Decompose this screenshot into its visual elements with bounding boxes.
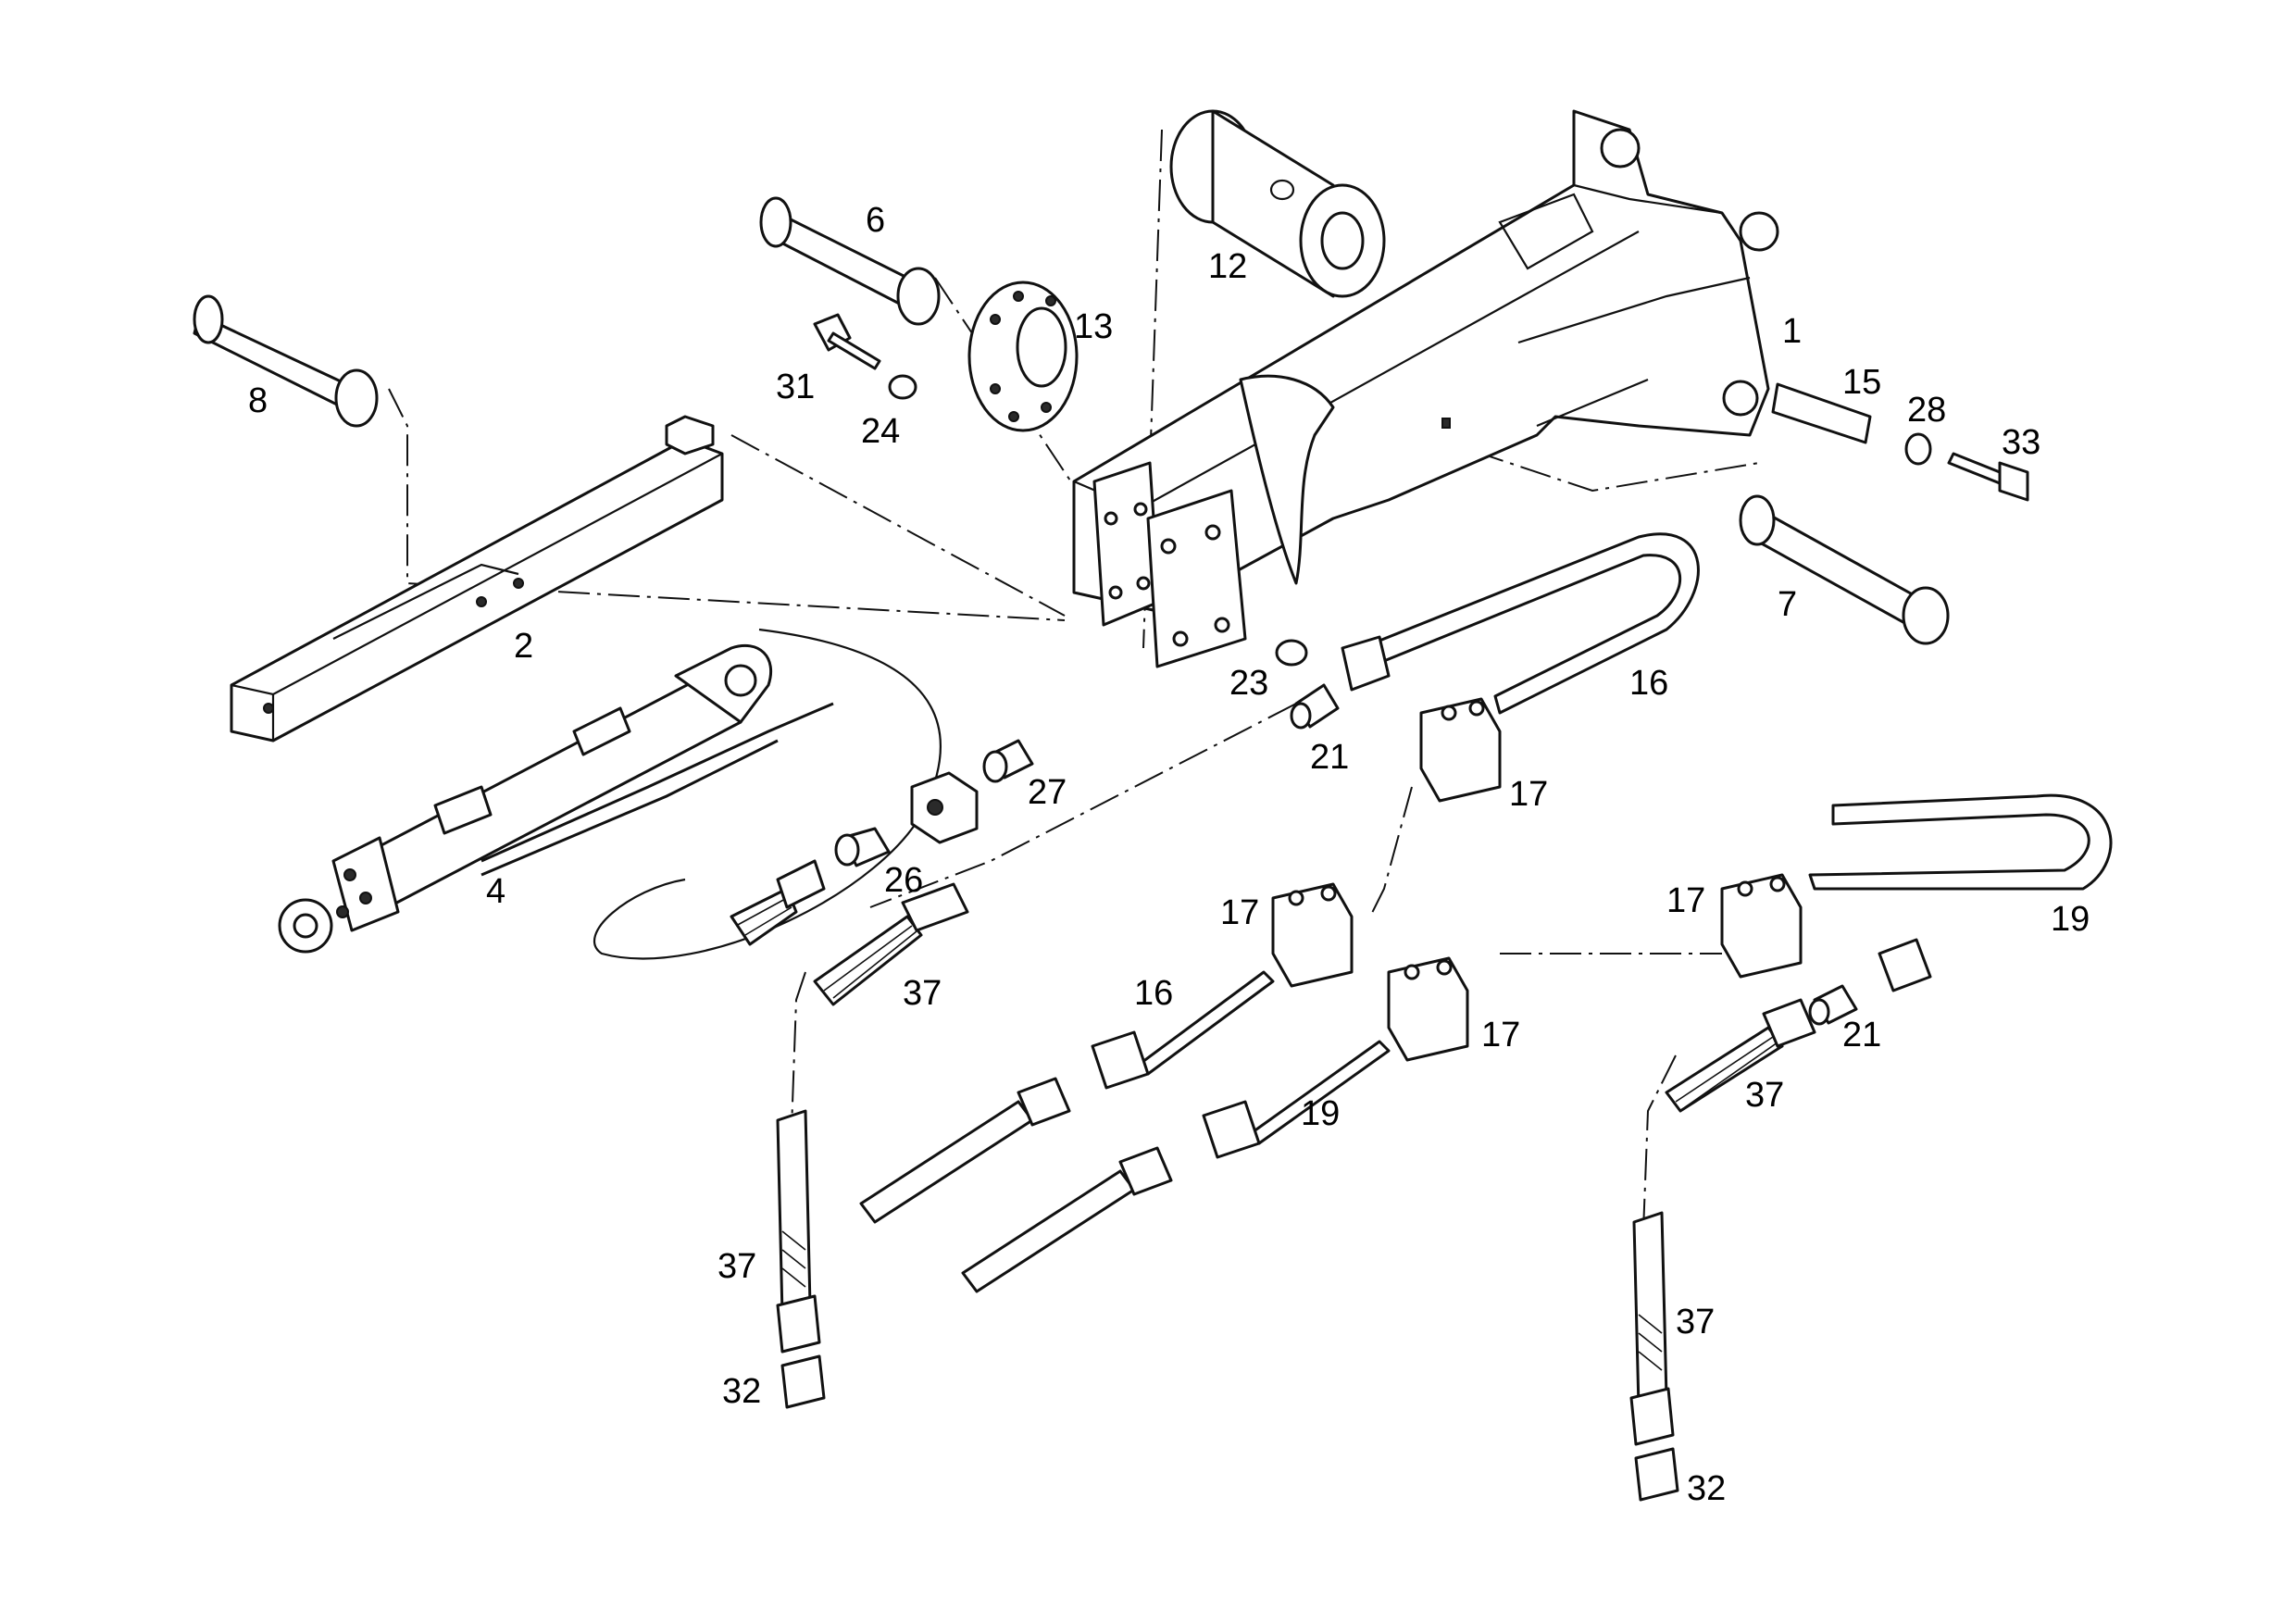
- callout-32-left: 32: [722, 1372, 761, 1411]
- pipe-16-upper: [1341, 532, 1700, 715]
- callout-19-upper: 19: [2051, 900, 2090, 939]
- pin-7: [1739, 494, 1950, 645]
- callout-15: 15: [1842, 363, 1881, 402]
- callout-33: 33: [2002, 423, 2040, 462]
- coupler-32-left: [780, 1354, 826, 1409]
- fitting-21-lower: [1808, 984, 1858, 1026]
- callout-6: 6: [866, 201, 885, 240]
- callout-31: 31: [776, 368, 815, 406]
- pipe-19-end: [1202, 1040, 1391, 1159]
- washer-24: [888, 374, 917, 400]
- callout-27: 27: [1028, 773, 1067, 812]
- roller: [1169, 109, 1386, 298]
- bolt-31: [813, 313, 881, 370]
- plate-15: [1771, 382, 1872, 444]
- flange: [967, 281, 1079, 432]
- callout-37-a: 37: [903, 974, 942, 1013]
- hose-37-left-upper: [730, 859, 826, 946]
- leader-lines: [388, 129, 1760, 1232]
- drawbar: [230, 415, 724, 742]
- callout-28: 28: [1907, 391, 1946, 430]
- pipe-19-lower: [1808, 793, 2113, 992]
- hose-37-left-vertical: [776, 1109, 821, 1354]
- callout-21-lower: 21: [1842, 1016, 1881, 1054]
- callout-21-upper: 21: [1310, 738, 1349, 777]
- fitting-27: [982, 739, 1034, 783]
- fitting-26: [834, 827, 891, 867]
- callout-8: 8: [248, 381, 268, 420]
- pin-6: [759, 196, 941, 326]
- callout-7: 7: [1778, 585, 1797, 624]
- callout-1: 1: [1782, 312, 1802, 351]
- callout-37-b: 37: [1745, 1076, 1784, 1115]
- callout-16-lower: 16: [1134, 974, 1173, 1013]
- fitting-21-upper: [1290, 683, 1340, 730]
- callout-37-c: 37: [718, 1247, 756, 1286]
- callout-17-d: 17: [1666, 881, 1705, 920]
- washer-23: [1275, 639, 1308, 667]
- pin-8: [193, 294, 379, 428]
- washer-28: [1904, 432, 1932, 466]
- callout-17-c: 17: [1481, 1016, 1520, 1054]
- lower-hose-pipe-a: [859, 1077, 1071, 1224]
- clamp-17-d: [1720, 873, 1803, 979]
- lower-hose-pipe-b: [961, 1146, 1173, 1293]
- callouts: 1 2 4 6 7 8 12 13 15 16 16 17 17 17 17 1…: [248, 201, 2090, 1508]
- callout-17-a: 17: [1509, 775, 1548, 814]
- callout-12: 12: [1208, 247, 1247, 286]
- callout-23: 23: [1229, 664, 1268, 703]
- clamp-17-b: [1271, 882, 1354, 988]
- clamp-17-c: [1387, 956, 1469, 1062]
- hose-37-right-upper: [1665, 998, 1816, 1113]
- callout-4: 4: [486, 872, 505, 911]
- hose-37-center: [813, 882, 969, 1006]
- callout-2: 2: [514, 627, 533, 666]
- callout-24: 24: [861, 412, 900, 451]
- callout-26: 26: [884, 861, 923, 900]
- block: [910, 771, 979, 844]
- callout-37-d: 37: [1676, 1303, 1715, 1341]
- callout-32-right: 32: [1687, 1469, 1726, 1508]
- callout-16-upper: 16: [1629, 664, 1668, 703]
- hydraulic-cylinder: [278, 643, 834, 954]
- callout-19-lower: 19: [1301, 1094, 1340, 1133]
- coupler-32-right: [1634, 1447, 1679, 1502]
- callout-17-b: 17: [1220, 893, 1259, 932]
- callout-13: 13: [1074, 307, 1113, 346]
- hose-37-right-vertical: [1629, 1211, 1675, 1446]
- pipe-16-end: [1091, 970, 1275, 1090]
- main-frame: [1072, 109, 1779, 668]
- bolt-33: [1947, 452, 2029, 502]
- clamp-17-a: [1419, 697, 1502, 803]
